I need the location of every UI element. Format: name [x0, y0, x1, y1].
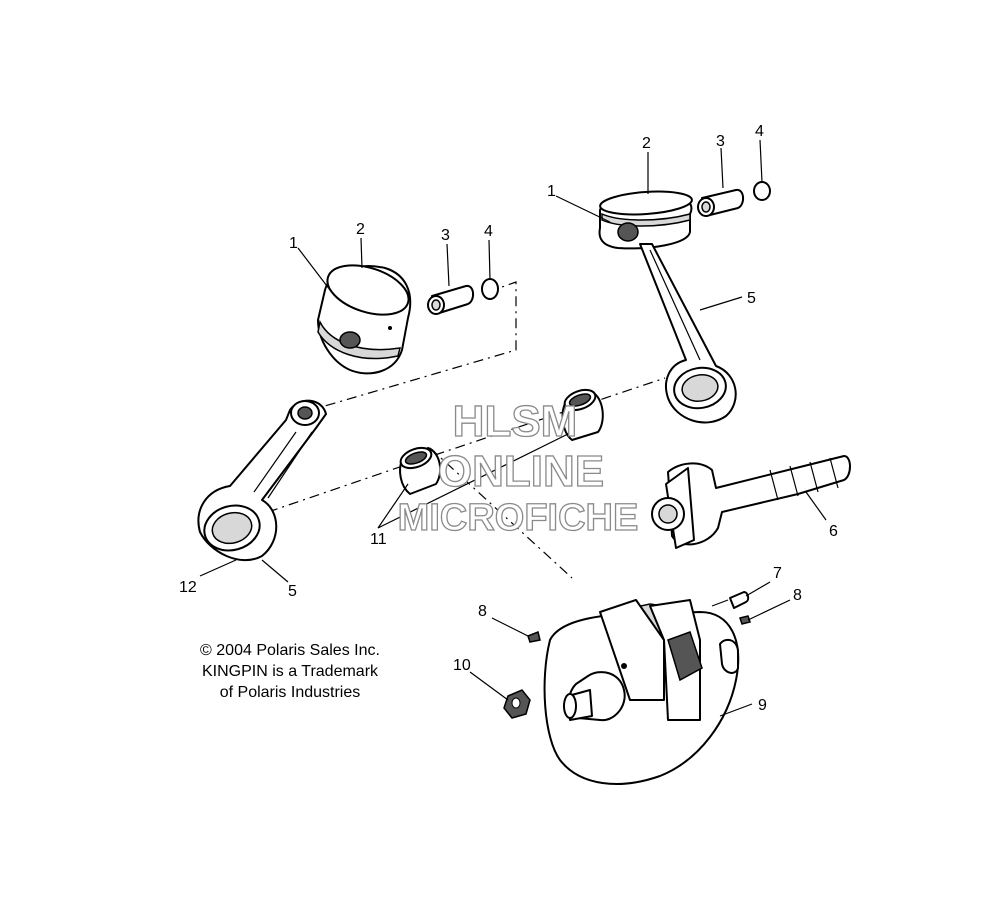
left-piston [317, 264, 412, 375]
callout-left-3: 3 [441, 227, 450, 244]
callout-11: 11 [370, 531, 387, 548]
callout-12: 12 [179, 579, 197, 596]
callout-right-3: 3 [716, 133, 725, 150]
right-circlip [753, 181, 771, 201]
callout-right-2: 2 [642, 135, 651, 152]
callout-right-4: 4 [755, 123, 764, 140]
rod-bearing-upper [561, 388, 604, 441]
dowel-pin-7 [711, 591, 750, 609]
plug-8-left [527, 630, 541, 643]
callout-7: 7 [773, 565, 782, 582]
callout-6: 6 [829, 523, 838, 540]
callout-left-1: 1 [289, 235, 298, 252]
callout-right-1: 1 [547, 183, 556, 200]
left-connecting-rod [197, 399, 327, 562]
nut-10 [503, 689, 531, 719]
callout-8-left: 8 [478, 603, 487, 620]
copyright-line-1: © 2004 Polaris Sales Inc. [200, 642, 380, 659]
callout-left-2: 2 [356, 221, 365, 238]
callout-left-5: 5 [288, 583, 297, 600]
watermark-line-1: HLSM [453, 397, 578, 446]
right-piston-pin [697, 188, 744, 217]
callout-10: 10 [453, 657, 471, 674]
copyright-line-3: of Polaris Industries [219, 684, 361, 701]
copyright-line-2: KINGPIN is a Trademark [201, 663, 379, 680]
callout-right-5: 5 [747, 290, 756, 307]
crankshaft [543, 599, 740, 785]
copyright-notice: © 2004 Polaris Sales Inc. KINGPIN is a T… [170, 640, 410, 703]
balance-shaft [651, 455, 851, 549]
left-circlip [481, 278, 499, 300]
watermark: HLSM ONLINE MICROFICHE [397, 396, 639, 539]
callout-left-4: 4 [484, 223, 493, 240]
callout-9: 9 [758, 697, 767, 714]
watermark-line-3: MICROFICHE [398, 497, 639, 539]
rod-bearing-lower [399, 446, 442, 495]
callout-leaders [199, 139, 827, 717]
left-piston-pin [427, 284, 474, 315]
callout-numbers: 1 2 3 4 1 2 3 4 5 5 6 7 8 8 9 10 11 12 [179, 123, 838, 714]
plug-8-right [739, 615, 751, 625]
callout-8-right: 8 [793, 587, 802, 604]
watermark-line-2: ONLINE [438, 447, 604, 496]
right-piston-rod-assembly [598, 190, 737, 424]
